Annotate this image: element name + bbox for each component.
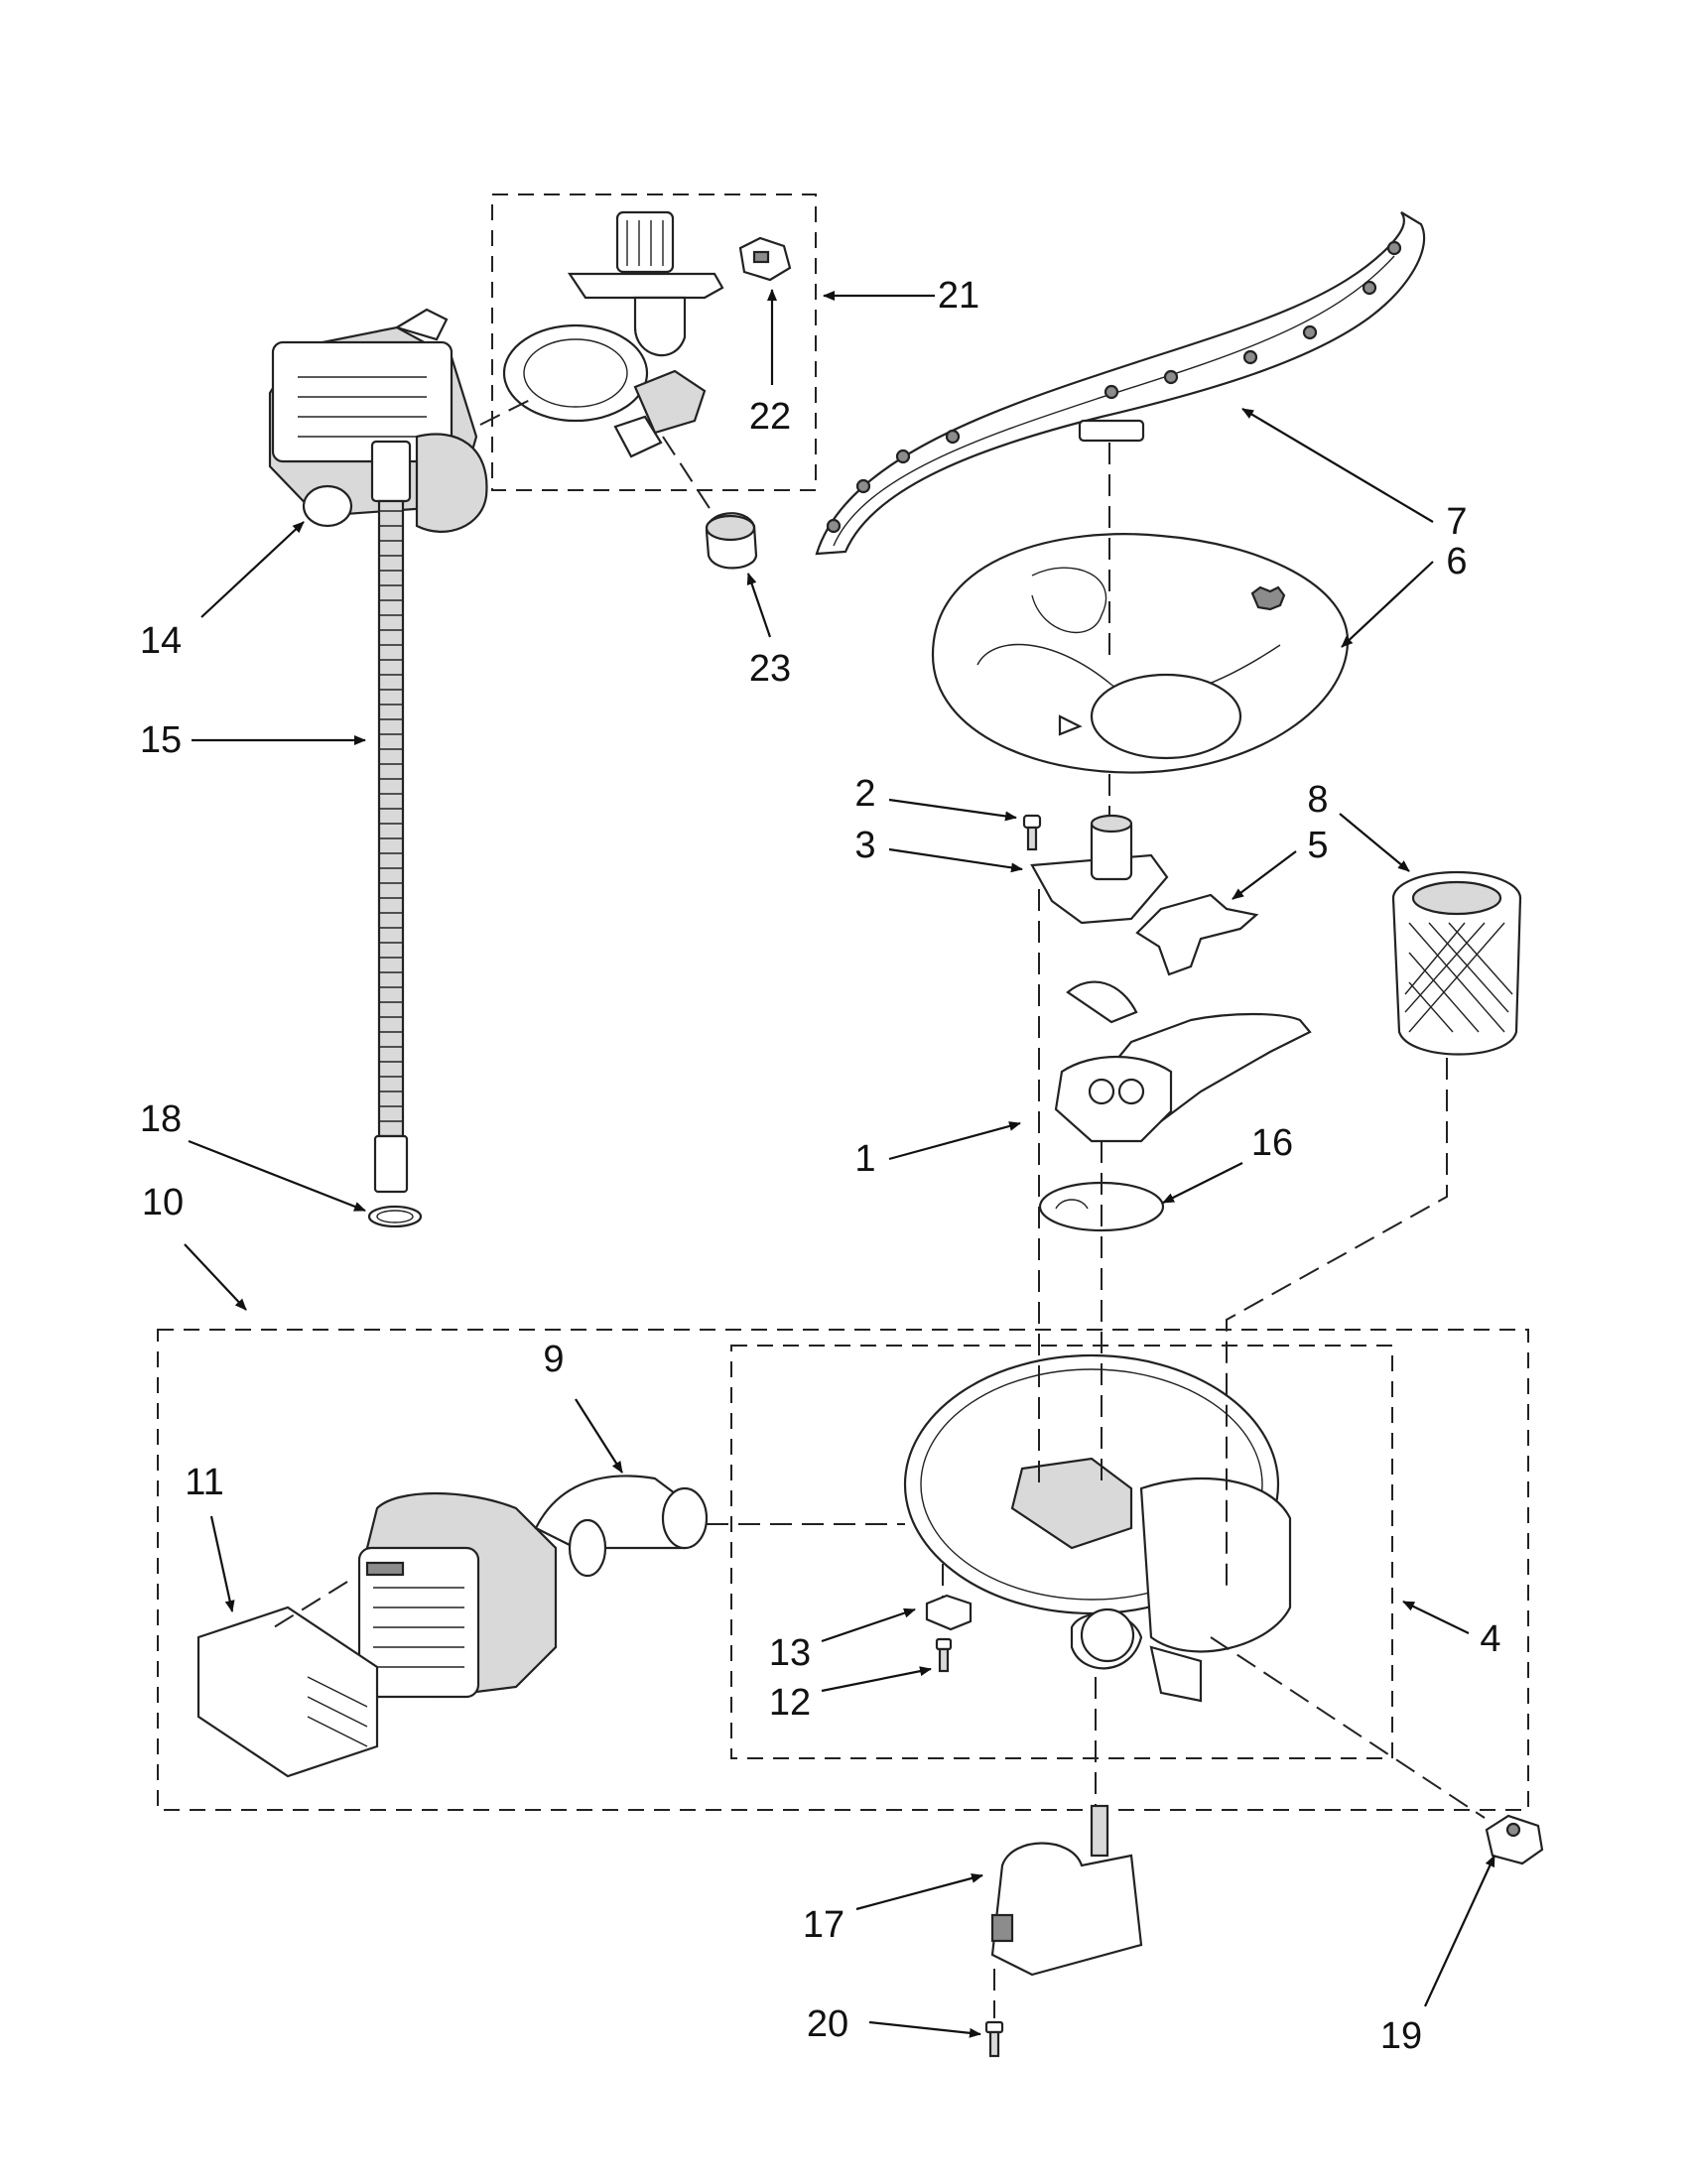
- callout-16: 16: [1251, 1122, 1293, 1164]
- callout-21: 21: [938, 275, 979, 317]
- assembly-lines: [273, 396, 1486, 2018]
- diverter-part: [1135, 893, 1259, 976]
- callout-8: 8: [1307, 779, 1328, 821]
- assembly-box-21: [491, 193, 817, 491]
- sump-cover-part: [1054, 980, 1312, 1143]
- callout-18: 18: [140, 1098, 182, 1140]
- thermistor-part: [925, 1594, 973, 1631]
- callout-2: 2: [854, 773, 875, 815]
- callout-9: 9: [543, 1339, 564, 1380]
- diverter-motor-part: [990, 1804, 1143, 1977]
- drain-hose-part: [370, 440, 412, 1194]
- spray-arm-mount-part: [1030, 814, 1169, 925]
- callout-3: 3: [854, 825, 875, 866]
- drain-cap-part: [705, 512, 758, 570]
- assembly-box-4: [730, 1345, 1393, 1759]
- callout-labels: 1 2 3 4 5 6 7 8 9 10 11 12 13 14 15 16 1…: [140, 275, 1501, 2057]
- callout-1: 1: [854, 1138, 875, 1180]
- motor-cover-part: [196, 1606, 379, 1778]
- callout-11: 11: [185, 1462, 223, 1503]
- callout-17: 17: [803, 1904, 844, 1946]
- drain-housing-part: [502, 210, 724, 458]
- callout-23: 23: [749, 648, 791, 690]
- callout-22: 22: [749, 396, 791, 438]
- drain-pump-part: [268, 308, 488, 533]
- callout-7: 7: [1446, 501, 1467, 543]
- wash-motor-part: [357, 1475, 709, 1699]
- motor-badge: [365, 1561, 405, 1577]
- screw-part-20: [984, 2020, 1004, 2058]
- sensor-clip-part: [738, 236, 792, 282]
- callout-6: 6: [1446, 541, 1467, 582]
- screw-part-12: [935, 1637, 953, 1673]
- assembly-box-10: [157, 1329, 1529, 1811]
- callout-19: 19: [1380, 2015, 1422, 2057]
- filter-basket-part: [1391, 870, 1522, 1056]
- callout-5: 5: [1307, 825, 1328, 866]
- callout-4: 4: [1480, 1618, 1500, 1660]
- callout-12: 12: [769, 1682, 811, 1724]
- screw-part-2: [1022, 814, 1042, 851]
- callout-20: 20: [807, 2003, 848, 2045]
- callout-15: 15: [140, 719, 182, 761]
- callout-10: 10: [142, 1182, 184, 1223]
- hose-clamp-part: [367, 1205, 423, 1228]
- callout-13: 13: [769, 1632, 811, 1674]
- leader-arrows: [184, 289, 1495, 2038]
- callout-14: 14: [140, 620, 182, 662]
- filter-cover-part: [931, 533, 1350, 774]
- spray-arm-part: [815, 211, 1426, 556]
- sump-tub-part: [903, 1353, 1292, 1703]
